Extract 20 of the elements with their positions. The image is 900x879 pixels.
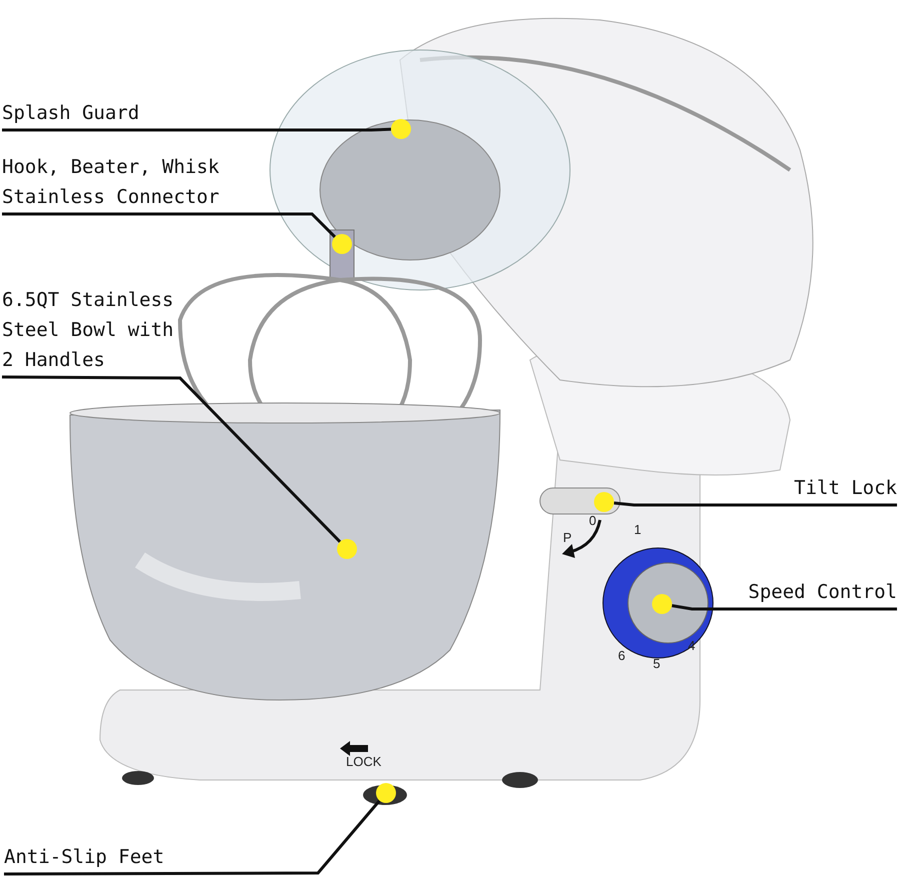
dial-number: 6 bbox=[618, 648, 626, 663]
dial-number: 1 bbox=[634, 522, 642, 537]
leader-line bbox=[614, 502, 897, 506]
dial-number: 5 bbox=[653, 656, 660, 671]
callout-dot bbox=[376, 783, 396, 803]
callout-label: Speed Control bbox=[727, 577, 897, 607]
callout-label: Splash Guard bbox=[2, 98, 202, 128]
callout-label: Anti-Slip Feet bbox=[4, 842, 184, 872]
lock-marking: LOCK bbox=[346, 754, 382, 769]
dial-number: 0 bbox=[589, 513, 596, 528]
leader-line bbox=[2, 212, 336, 238]
callout-label: 6.5QT Stainless Steel Bowl with 2 Handles bbox=[2, 285, 187, 375]
leader-line bbox=[4, 800, 381, 876]
dial-number: P bbox=[563, 530, 572, 545]
leader-line bbox=[2, 376, 342, 543]
dial-number: 4 bbox=[688, 638, 696, 653]
callout-label: Hook, Beater, Whisk Stainless Connector bbox=[2, 152, 302, 212]
callout-label: Tilt Lock bbox=[767, 473, 897, 503]
leader-line bbox=[2, 128, 392, 132]
leader-line bbox=[672, 604, 897, 610]
